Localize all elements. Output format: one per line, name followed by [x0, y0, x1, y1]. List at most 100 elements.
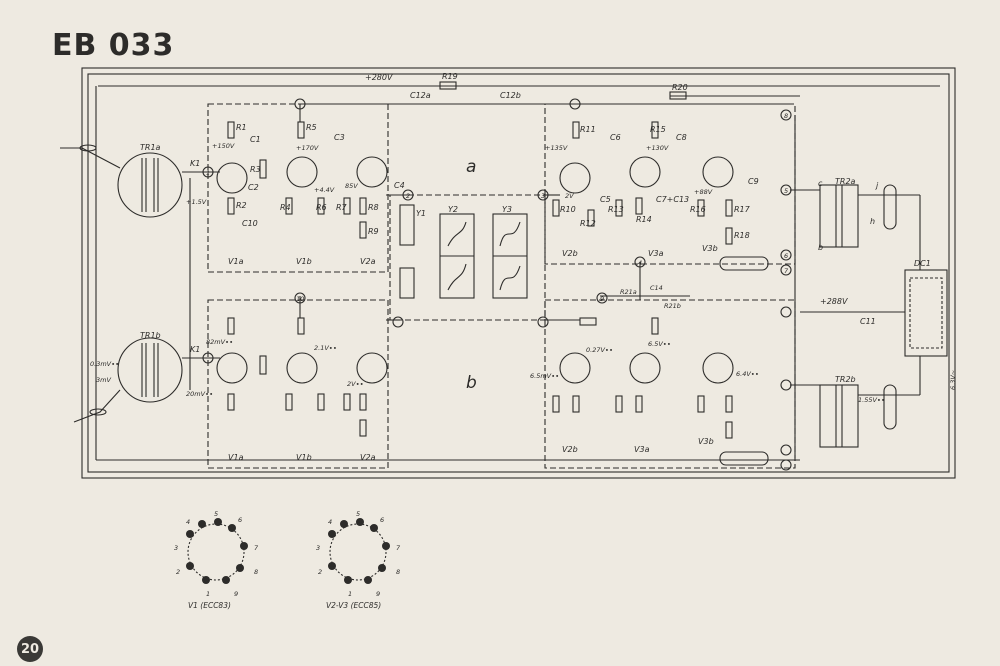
tube-v1a-a: [216, 162, 248, 194]
svg-text:0.27V∙∙: 0.27V∙∙: [586, 346, 613, 354]
svg-text:C12a: C12a: [410, 91, 431, 100]
svg-text:7: 7: [254, 544, 259, 552]
svg-text:6: 6: [784, 252, 788, 260]
svg-text:R19: R19: [442, 72, 458, 81]
svg-text:R21b: R21b: [664, 302, 681, 310]
svg-text:h: h: [870, 217, 875, 226]
svg-text:+4.4V: +4.4V: [314, 186, 335, 194]
svg-text:R11: R11: [580, 125, 596, 134]
tube-v2a-a: [356, 156, 388, 188]
svg-text:R5: R5: [306, 123, 317, 132]
svg-text:6.3V~: 6.3V~: [949, 370, 957, 390]
outer-frame: [81, 67, 956, 479]
svg-text:V3a: V3a: [634, 445, 650, 454]
svg-text:C7+C13: C7+C13: [656, 195, 689, 204]
tr1a-circle: [117, 152, 183, 218]
svg-text:0.3mV∙∙: 0.3mV∙∙: [90, 360, 119, 368]
svg-text:C6: C6: [610, 133, 621, 142]
tube-v1b-b: [286, 352, 318, 384]
svg-text:K1: K1: [190, 345, 200, 354]
svg-text:R10: R10: [560, 205, 576, 214]
svg-text:20mV∙∙: 20mV∙∙: [186, 390, 213, 398]
svg-text:8: 8: [396, 568, 400, 576]
svg-text:+135V: +135V: [545, 144, 568, 152]
tube-v3b-b: [702, 352, 734, 384]
svg-text:82mV∙∙: 82mV∙∙: [206, 338, 233, 346]
svg-text:C3: C3: [334, 133, 345, 142]
svg-text:R2: R2: [236, 201, 247, 210]
svg-text:R14: R14: [636, 215, 652, 224]
svg-text:4: 4: [328, 518, 332, 526]
svg-text:C1: C1: [250, 135, 261, 144]
svg-text:R17: R17: [734, 205, 751, 214]
svg-text:TR2b: TR2b: [835, 375, 856, 384]
svg-text:3: 3: [541, 192, 545, 200]
svg-text:R6: R6: [316, 203, 327, 212]
svg-text:5: 5: [784, 187, 788, 195]
tr1b-circle: [117, 337, 183, 403]
svg-text:R9: R9: [368, 227, 379, 236]
tube-v3a-a: [629, 156, 661, 188]
svg-text:6.4V∙∙: 6.4V∙∙: [736, 370, 759, 378]
svg-text:2.1V∙∙: 2.1V∙∙: [314, 344, 337, 352]
svg-text:+88V: +88V: [694, 188, 713, 196]
svg-text:V2a: V2a: [360, 453, 376, 462]
svg-text:2V∙∙: 2V∙∙: [347, 380, 364, 388]
svg-text:TR1b: TR1b: [140, 331, 161, 340]
svg-text:R15: R15: [650, 125, 666, 134]
box-a1: [207, 103, 389, 273]
box-b1: [207, 299, 389, 469]
svg-text:10: 10: [296, 295, 304, 303]
svg-text:V3b: V3b: [698, 437, 714, 446]
svg-text:C11: C11: [860, 317, 876, 326]
svg-text:8: 8: [784, 112, 788, 120]
svg-text:5: 5: [214, 510, 218, 518]
svg-text:+150V: +150V: [212, 142, 235, 150]
svg-text:5: 5: [356, 510, 360, 518]
box-center: [389, 194, 546, 321]
svg-text:1: 1: [348, 590, 352, 598]
svg-text:C4: C4: [394, 181, 405, 190]
svg-text:R7: R7: [336, 203, 348, 212]
svg-text:TR1a: TR1a: [140, 143, 161, 152]
svg-text:+1.5V: +1.5V: [186, 198, 207, 206]
svg-text:V1b: V1b: [296, 257, 312, 266]
svg-text:7: 7: [784, 267, 789, 275]
svg-text:Y3: Y3: [502, 205, 512, 214]
svg-text:3: 3: [316, 544, 320, 552]
svg-text:c: c: [818, 179, 823, 188]
svg-text:9: 9: [600, 295, 604, 303]
svg-text:C2: C2: [248, 183, 259, 192]
svg-text:R8: R8: [368, 203, 379, 212]
tube-v3b-a: [702, 156, 734, 188]
svg-text:C14: C14: [650, 284, 663, 292]
svg-text:R18: R18: [734, 231, 750, 240]
svg-text:K1: K1: [190, 159, 200, 168]
dc1-label: DC1: [914, 259, 931, 268]
svg-text:6.5V∙∙: 6.5V∙∙: [648, 340, 671, 348]
svg-text:2: 2: [318, 568, 322, 576]
svg-text:4: 4: [638, 259, 642, 267]
pinout-caption-v1: V1 (ECC83): [188, 601, 231, 610]
svg-text:R20: R20: [672, 83, 688, 92]
svg-text:9: 9: [234, 590, 238, 598]
tube-v2b-b: [559, 352, 591, 384]
tube-v3a-b: [629, 352, 661, 384]
pinout-caption-v2v3: V2-V3 (ECC85): [326, 601, 381, 610]
svg-text:R21a: R21a: [620, 288, 637, 296]
svg-text:85V: 85V: [345, 182, 358, 190]
svg-text:V3a: V3a: [648, 249, 664, 258]
svg-text:V1a: V1a: [228, 257, 244, 266]
page-number-badge: 20: [17, 636, 43, 662]
tube-v1b-a: [286, 156, 318, 188]
svg-text:+288V: +288V: [820, 297, 848, 306]
svg-text:7: 7: [396, 544, 401, 552]
svg-text:6: 6: [380, 516, 384, 524]
svg-text:3: 3: [174, 544, 178, 552]
svg-text:6: 6: [238, 516, 242, 524]
svg-text:V3b: V3b: [702, 244, 718, 253]
svg-text:+130V: +130V: [646, 144, 669, 152]
svg-text:TR2a: TR2a: [835, 177, 856, 186]
svg-text:4: 4: [186, 518, 190, 526]
